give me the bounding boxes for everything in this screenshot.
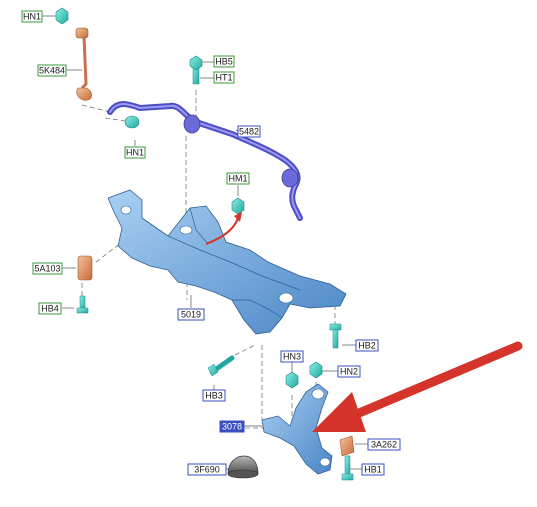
bolt-hb5 (189, 55, 203, 85)
label-hn2-text: HN2 (340, 367, 358, 377)
label-5k484-text: 5K484 (39, 66, 65, 76)
label-hb5-text: HB5 (215, 57, 233, 67)
highlight-arrow-icon (312, 341, 523, 432)
label-5019-text: 5019 (181, 310, 201, 320)
nut-hn3 (285, 371, 299, 389)
label-hb1-text: HB1 (364, 465, 382, 475)
label-3f690-text: 3F690 (194, 465, 220, 475)
label-hb2-text: HB2 (358, 341, 376, 351)
label-hm1: HM1 (226, 172, 250, 185)
label-hb3-text: HB3 (205, 391, 223, 401)
label-5482-text: 5482 (239, 127, 259, 137)
subframe (107, 189, 347, 335)
label-hb5: HB5 (213, 55, 235, 68)
label-hn1-mid-text: HN1 (126, 148, 144, 158)
bolt-hb3 (207, 355, 235, 377)
label-5a103: 5A103 (32, 262, 63, 275)
label-hn3: HN3 (280, 350, 304, 363)
stabilizer-bar (107, 101, 303, 221)
small-red-arrowhead-icon (234, 212, 242, 222)
bushing-5a103 (77, 255, 93, 281)
label-hb3: HB3 (202, 389, 226, 402)
label-hn2: HN2 (337, 365, 361, 378)
label-3a262-text: 3A262 (371, 440, 397, 450)
bolt-hb2 (329, 323, 342, 349)
label-hb4-text: HB4 (41, 304, 59, 314)
nut-hn2 (309, 361, 323, 379)
label-hn1-top: HN1 (21, 10, 43, 23)
label-5482: 5482 (237, 125, 261, 138)
label-5k484: 5K484 (37, 64, 67, 77)
bumper-3f690 (227, 455, 259, 479)
nut-hn1-top (55, 7, 69, 25)
label-3078-text: 3078 (222, 422, 242, 432)
label-ht1: HT1 (213, 71, 235, 84)
lower-control-arm (261, 383, 333, 475)
label-hm1-text: HM1 (228, 174, 247, 184)
label-3a262: 3A262 (367, 438, 401, 451)
leader-lines (42, 15, 368, 470)
small-red-arrow-icon (205, 217, 239, 245)
label-hn1-mid: HN1 (124, 146, 146, 159)
bolt-hb4 (76, 295, 89, 314)
label-3f690: 3F690 (187, 463, 227, 476)
label-5a103-text: 5A103 (34, 264, 60, 274)
label-5019: 5019 (177, 308, 205, 321)
ball-joint-3a262 (339, 435, 355, 457)
stabilizer-link (75, 27, 92, 101)
label-3078: 3078 (219, 420, 245, 433)
label-hb4: HB4 (38, 302, 62, 315)
nut-hm1 (231, 197, 245, 215)
label-hb1: HB1 (361, 463, 385, 476)
label-ht1-text: HT1 (215, 73, 232, 83)
bolt-hb1 (341, 455, 354, 481)
label-hb2: HB2 (355, 339, 379, 352)
label-hn3-text: HN3 (283, 352, 301, 362)
label-hn1-top-text: HN1 (23, 12, 41, 22)
